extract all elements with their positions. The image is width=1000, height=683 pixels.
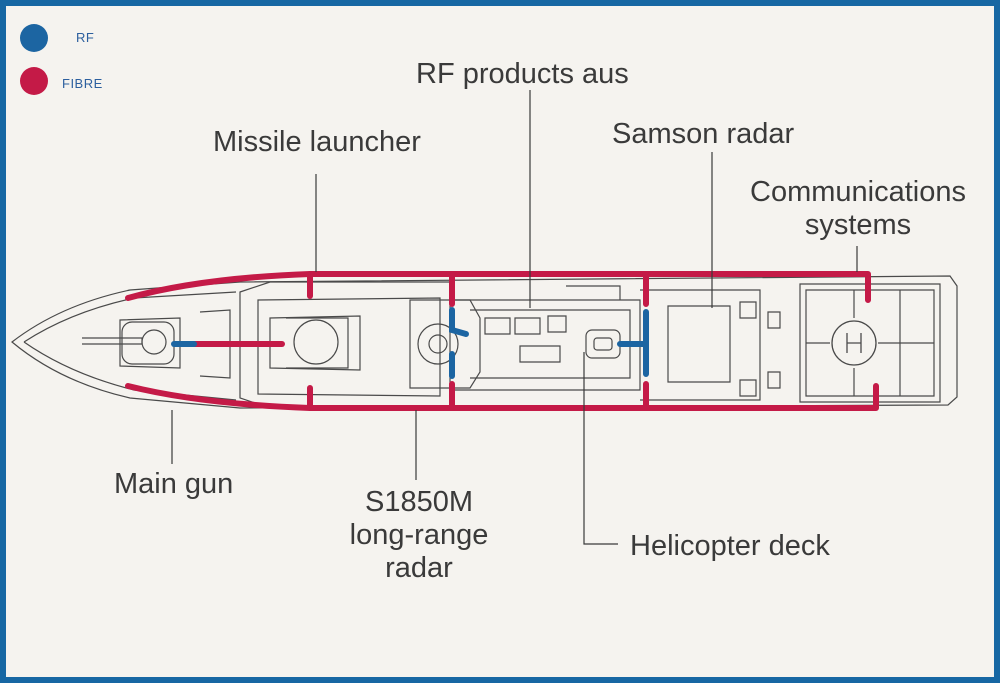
legend-rf-dot xyxy=(20,24,48,52)
ship-drawing xyxy=(11,90,958,545)
missile-launcher-drawing xyxy=(286,317,349,369)
helipad-h-drawing xyxy=(831,320,877,366)
label-s1850m-line1: S1850M xyxy=(364,486,473,518)
label-s1850m-line2: long-range xyxy=(349,519,489,551)
legend-rf-label: RF xyxy=(76,30,95,45)
label-main-gun: Main gun xyxy=(114,468,234,500)
main-gun-drawing xyxy=(82,321,175,365)
fibre-cabling xyxy=(125,271,879,411)
diagram-frame: RF FIBRE xyxy=(6,6,994,677)
label-communications: Communications systems xyxy=(738,176,978,242)
label-s1850m-line3: radar xyxy=(385,552,453,584)
label-missile-launcher: Missile launcher xyxy=(213,126,421,158)
legend-fibre-label: FIBRE xyxy=(62,76,103,91)
label-samson-radar: Samson radar xyxy=(612,118,795,150)
rf-cabling xyxy=(171,307,649,379)
label-rf-products: RF products aus xyxy=(416,58,629,90)
leader-lines xyxy=(171,90,858,545)
label-helicopter-deck: Helicopter deck xyxy=(630,530,830,562)
label-s1850m: S1850M long-range radar xyxy=(334,486,504,585)
label-communications-line1: Communications xyxy=(750,176,966,208)
label-communications-line2: systems xyxy=(804,209,912,241)
legend-fibre-dot xyxy=(20,67,48,95)
ship-hull-outline xyxy=(11,275,958,409)
s1850m-radar-drawing xyxy=(417,323,459,365)
samson-radar-drawing xyxy=(585,329,621,359)
